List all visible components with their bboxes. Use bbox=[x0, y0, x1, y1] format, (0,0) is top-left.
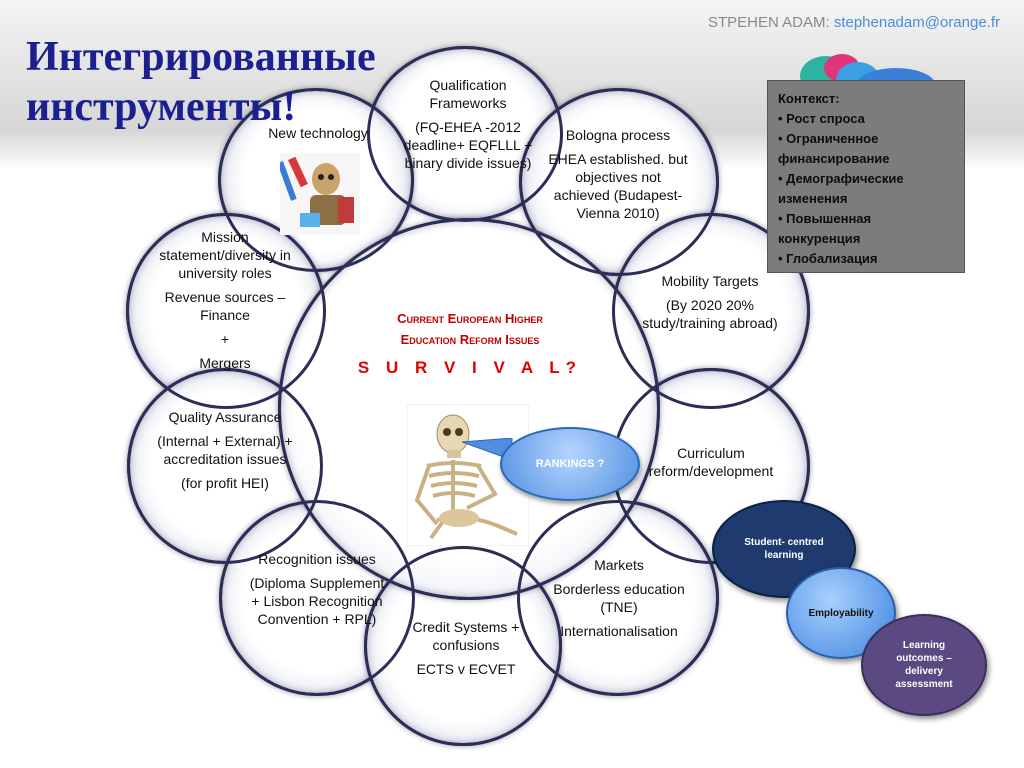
bologna-detail: EHEA established. but objectives not ach… bbox=[548, 151, 688, 221]
text-mission: Mission statement/diversity in universit… bbox=[150, 228, 300, 378]
mission-plus: + bbox=[220, 331, 230, 347]
new-technology-heading: New technology bbox=[268, 125, 368, 141]
bubble-employability-label: Employability bbox=[808, 607, 874, 619]
text-credit: Credit Systems + confusions ECTS v ECVET bbox=[396, 618, 536, 684]
credit-heading: Credit Systems + confusions bbox=[412, 619, 520, 653]
context-item: • Повышенная конкуренция bbox=[778, 211, 872, 246]
text-quality: Quality Assurance (Internal + External) … bbox=[152, 408, 298, 498]
context-box: Контекст: • Рост спроса • Ограниченное ф… bbox=[767, 80, 965, 273]
bubble-learning-label: Learning outcomes – delivery assessment bbox=[895, 640, 953, 690]
mobility-heading: Mobility Targets bbox=[661, 273, 759, 289]
bologna-heading: Bologna process bbox=[565, 127, 671, 143]
page-title: Интегрированные инструменты! bbox=[26, 32, 546, 132]
markets-borderless: Borderless education (TNE) bbox=[553, 581, 685, 615]
quality-heading: Quality Assurance bbox=[168, 409, 282, 425]
title-line-2: инструменты! bbox=[26, 84, 297, 130]
markets-internationalisation: Internationalisation bbox=[560, 623, 678, 639]
mobility-detail: (By 2020 20% study/training abroad) bbox=[642, 297, 778, 331]
curriculum-heading: Curriculum reform/development bbox=[648, 445, 774, 479]
quality-detail: (Internal + External) + accreditation is… bbox=[157, 433, 293, 467]
title-line-1: Интегрированные bbox=[26, 34, 376, 80]
bubble-learning-outcomes: Learning outcomes – delivery assessment bbox=[861, 614, 987, 716]
center-title-line-1: Current European Higher bbox=[397, 311, 543, 326]
bubble-student-label: Student- centred learning bbox=[744, 537, 824, 561]
author-credit: STPEHEN ADAM: stephenadam@orange.fr bbox=[708, 14, 1000, 31]
robot-figure-icon bbox=[280, 153, 360, 235]
author-name: STPEHEN ADAM: bbox=[707, 14, 830, 31]
survival-text: S U R V I V A L? bbox=[357, 358, 583, 377]
text-bologna: Bologna process EHEA established. but ob… bbox=[548, 126, 688, 228]
center-title: Current European Higher Education Reform… bbox=[350, 308, 590, 350]
text-curriculum: Curriculum reform/development bbox=[640, 444, 782, 486]
mission-revenue: Revenue sources – Finance bbox=[164, 289, 286, 323]
context-item: • Рост спроса bbox=[778, 111, 865, 126]
bubble-employability: Employability bbox=[786, 567, 896, 659]
mission-heading: Mission statement/diversity in universit… bbox=[159, 229, 291, 281]
context-item: • Ограниченное финансирование bbox=[778, 131, 890, 166]
mission-mergers: Mergers bbox=[199, 355, 251, 371]
context-item: • Демографические изменения bbox=[778, 171, 904, 206]
center-title-line-2: Education Reform Issues bbox=[400, 332, 540, 347]
qualification-detail: (FQ-EHEA -2012 deadline+ EQFLLL + binary… bbox=[403, 119, 533, 171]
text-recognition: Recognition issues (Diploma Supplement +… bbox=[246, 550, 388, 634]
recognition-heading: Recognition issues bbox=[258, 551, 376, 567]
qualification-heading: Qualification Frameworks bbox=[429, 77, 507, 111]
credit-detail: ECTS v ECVET bbox=[416, 661, 516, 677]
text-markets: Markets Borderless education (TNE) Inter… bbox=[544, 556, 694, 646]
text-qualification: Qualification Frameworks (FQ-EHEA -2012 … bbox=[398, 76, 538, 178]
recognition-detail: (Diploma Supplement + Lisbon Recognition… bbox=[249, 575, 385, 627]
quality-forprofit: (for profit HEI) bbox=[181, 475, 269, 491]
markets-heading: Markets bbox=[594, 557, 644, 573]
text-mobility: Mobility Targets (By 2020 20% study/trai… bbox=[640, 272, 780, 338]
text-new-technology: New technology bbox=[248, 124, 388, 148]
context-item: • Глобализация bbox=[778, 251, 878, 266]
rankings-callout: RANKINGS ? bbox=[500, 427, 640, 501]
author-email[interactable]: stephenadam@orange.fr bbox=[833, 14, 1000, 31]
context-heading: Контекст: bbox=[778, 91, 840, 106]
